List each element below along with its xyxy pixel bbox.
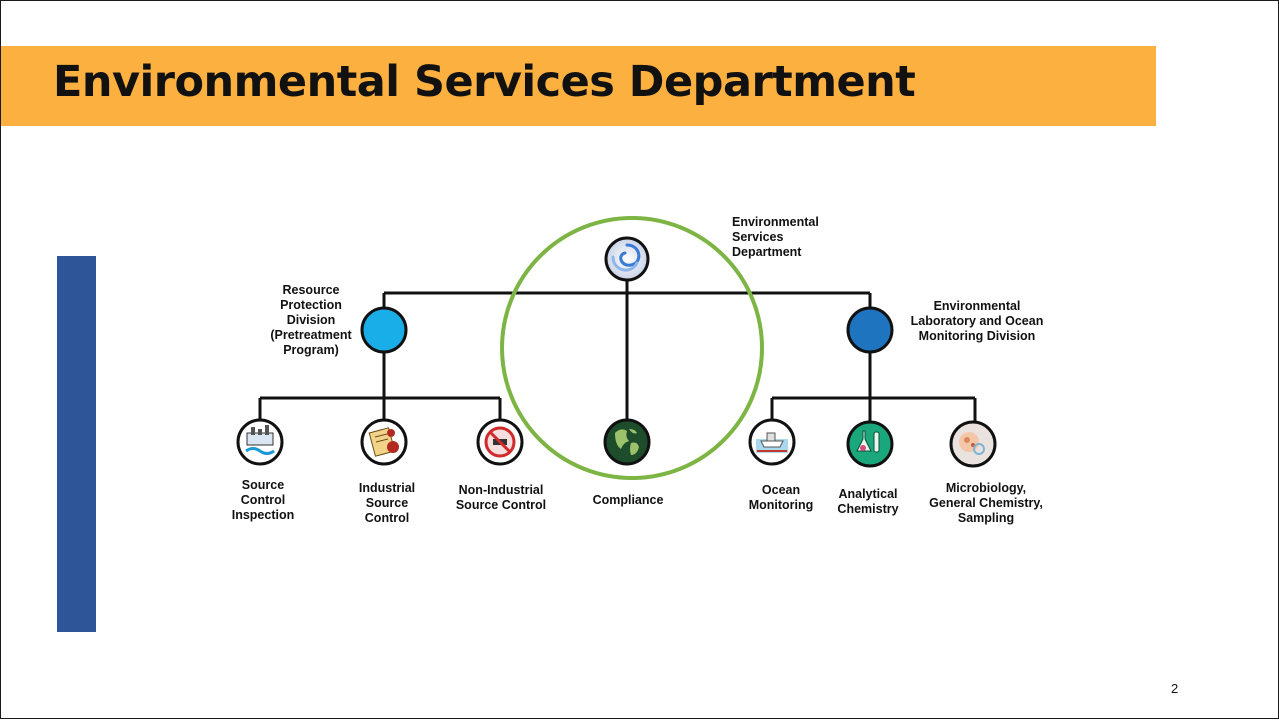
title-bar bbox=[1, 46, 1156, 126]
slide-title: Environmental Services Department bbox=[53, 57, 916, 107]
compliance-label: Compliance bbox=[592, 493, 664, 507]
page-number: 2 bbox=[1171, 681, 1179, 696]
industrial-source-control-node[interactable] bbox=[360, 418, 408, 466]
microscope-sample-icon bbox=[959, 432, 985, 455]
ocean-monitoring-division-node[interactable] bbox=[846, 306, 894, 354]
compliance-node[interactable] bbox=[603, 418, 651, 466]
ocean-boat-icon bbox=[756, 432, 788, 453]
analytical-chemistry-label: Analytical Chemistry bbox=[837, 487, 899, 516]
industrial-inspection-icon bbox=[245, 425, 275, 455]
analytical-chemistry-node[interactable] bbox=[846, 420, 894, 468]
swirl-logo-icon bbox=[611, 243, 641, 272]
microbiology-node[interactable] bbox=[949, 420, 997, 468]
non-industrial-source-control-label: Non-Industrial Source Control bbox=[455, 483, 547, 512]
ocean-monitoring-label: Ocean Monitoring bbox=[748, 483, 814, 512]
side-accent-bar bbox=[57, 256, 96, 632]
microbiology-label: Microbiology, General Chemistry, Samplin… bbox=[929, 481, 1043, 525]
resource-protection-division-node[interactable] bbox=[360, 306, 408, 354]
globe-icon bbox=[615, 429, 639, 455]
compliance-highlight-ring bbox=[500, 216, 764, 480]
industrial-document-icon bbox=[368, 427, 399, 457]
department-label: Environmental Services Department bbox=[732, 215, 819, 259]
ocean-monitoring-division-label: Environmental Laboratory and Ocean Monit… bbox=[910, 299, 1044, 343]
source-control-inspection-node[interactable] bbox=[236, 418, 284, 466]
no-dumping-icon bbox=[484, 426, 516, 458]
ocean-monitoring-node[interactable] bbox=[748, 418, 796, 466]
source-control-inspection-label: Source Control Inspection bbox=[231, 478, 295, 522]
non-industrial-source-control-node[interactable] bbox=[476, 418, 524, 466]
lab-flask-icon bbox=[856, 430, 880, 453]
connector-lines bbox=[258, 273, 977, 421]
department-node[interactable] bbox=[604, 236, 650, 282]
resource-protection-division-label: Resource Protection Division (Pretreatme… bbox=[270, 283, 352, 357]
industrial-source-control-label: Industrial Source Control bbox=[358, 481, 416, 525]
